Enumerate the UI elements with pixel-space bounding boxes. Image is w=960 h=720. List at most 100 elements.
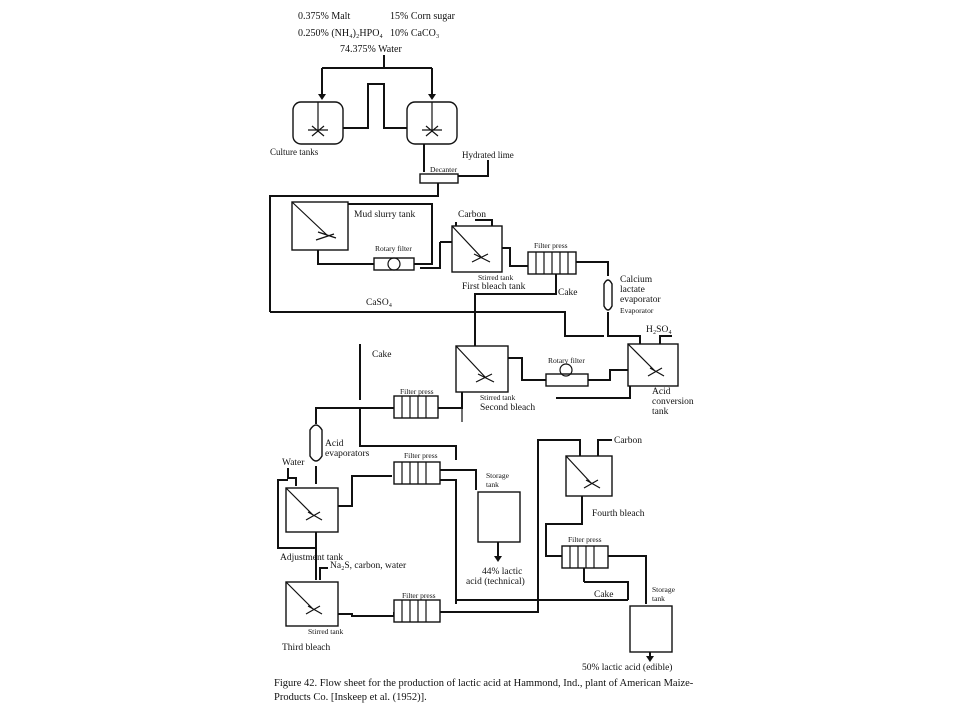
label-h2so4: H₂SO₄ (646, 325, 672, 335)
label-filter-press-2: Filter press (400, 387, 434, 396)
label-fourth-bleach: Fourth bleach (592, 509, 645, 519)
label-evaporator-caption: evaporator (620, 295, 661, 305)
label-44-lactic-b: acid (technical) (466, 576, 525, 587)
cake-3-line (583, 568, 629, 600)
label-first-bleach-tank: First bleach tank (462, 282, 526, 292)
carbon-2-line (597, 439, 612, 456)
label-second-bleach: Second bleach (480, 403, 535, 413)
label-decanter: Decanter (430, 165, 458, 174)
label-44-lactic-a: 44% lactic (482, 567, 522, 577)
decanter-recycle-line (269, 183, 439, 312)
culture-tank-2 (406, 101, 458, 145)
storage2-out-arrow (646, 656, 654, 662)
press1-to-evaporator-line (576, 261, 609, 276)
label-50-lactic: 50% lactic acid (edible) (582, 662, 672, 673)
label-acid: Acid (652, 387, 671, 397)
press3-out-lines (440, 469, 477, 604)
label-filter-press-5: Filter press (402, 591, 436, 600)
label-conversion: conversion (652, 397, 694, 407)
filter-press-5 (393, 599, 441, 623)
rotary-filter-2 (545, 373, 589, 387)
culture-transfer-line (343, 83, 407, 129)
rotary-filter-1-drum (387, 257, 401, 271)
third-bleach-feed (315, 548, 328, 580)
label-cake-1: Cake (558, 288, 578, 298)
first-bleach-feed (420, 241, 452, 269)
adjust-to-press3-line (338, 475, 392, 507)
adjustment-tank (285, 487, 339, 533)
caso4-line (270, 311, 604, 337)
ingredient-corn-sugar: 15% Corn sugar (390, 11, 456, 22)
label-storage-tank-2b: tank (652, 594, 665, 603)
bleach3-to-press-line (338, 612, 395, 617)
label-caso4: CaSO₄ (366, 298, 392, 308)
acid-evaporators (309, 424, 323, 462)
bleach4-to-press-line (545, 496, 583, 557)
press2-to-evap-line (315, 407, 394, 424)
label-filter-press-3: Filter press (404, 451, 438, 460)
label-stirred-tank-3: Stirred tank (308, 627, 343, 636)
filter-return-line (348, 203, 433, 265)
label-adjustment-tank: Adjustment tank (280, 553, 343, 563)
label-storage-tank-2a: Storage (652, 585, 676, 594)
figure-caption-line-1: Figure 42. Flow sheet for the production… (274, 678, 694, 689)
feed-line (321, 55, 433, 98)
label-filter-press-4: Filter press (568, 535, 602, 544)
ingredient-malt: 0.375% Malt (298, 11, 350, 22)
label-culture-tanks: Culture tanks (270, 147, 319, 157)
label-filter-press-1: Filter press (534, 241, 568, 250)
third-bleach-tank (285, 581, 339, 627)
lime-line (458, 160, 489, 177)
second-bleach-tank (455, 345, 509, 393)
label-rotary-filter-1: Rotary filter (375, 244, 412, 253)
press4-to-storage-line (608, 555, 647, 604)
label-acid-evaporators-2: evaporators (325, 449, 370, 459)
label-cake-3: Cake (594, 590, 614, 600)
ingredient-water: 74.375% Water (340, 44, 402, 55)
storage1-out-arrow (494, 556, 502, 562)
label-storage-tank-1a: Storage (486, 471, 510, 480)
calcium-lactate-evaporator (603, 279, 613, 311)
first-bleach-tank (451, 225, 503, 273)
rotary-filter-2-drum (559, 363, 573, 377)
storage-tank-1 (477, 491, 521, 543)
bleach1-to-press-line (502, 247, 528, 267)
ingredient-ammonium-phosphate: 0.250% (NH₄)₂HPO₄ (298, 28, 383, 39)
press5-out-line (440, 604, 539, 613)
label-na2s: Na₂S, carbon, water (330, 561, 407, 571)
ingredient-caco3: 10% CaCO₃ (390, 28, 439, 39)
label-carbon-1: Carbon (458, 210, 486, 220)
storage-tank-2 (629, 605, 673, 653)
press2-bypass-line (359, 408, 457, 460)
label-lactate: lactate (620, 285, 645, 295)
label-third-bleach: Third bleach (282, 643, 331, 653)
filter-press-1 (527, 251, 577, 275)
label-acid-evaporators-1: Acid (325, 439, 344, 449)
filter-press-3 (393, 461, 441, 485)
filter-press-4 (561, 545, 609, 569)
acid-return-line (556, 386, 631, 399)
cake-1-line (474, 274, 557, 346)
culture-tank-1 (292, 101, 344, 145)
acid-to-rotary-line (586, 369, 628, 381)
water-line (287, 468, 297, 486)
mud-slurry-tank (291, 201, 349, 251)
label-evaporator: Evaporator (620, 306, 654, 315)
fourth-bleach-feed (537, 439, 581, 604)
label-calcium: Calcium (620, 275, 653, 285)
label-rotary-filter-2: Rotary filter (548, 356, 585, 365)
fourth-bleach-tank (565, 455, 613, 497)
feed-arrows (318, 94, 436, 100)
label-tank: tank (652, 407, 669, 417)
evaporator-to-acid-line (607, 312, 641, 344)
filter-press-2 (393, 395, 439, 419)
label-mud-slurry-tank: Mud slurry tank (354, 210, 415, 220)
adjust-recycle-line (277, 479, 317, 549)
label-carbon-2: Carbon (614, 436, 642, 446)
acid-conversion-tank (627, 343, 679, 387)
rotary-filter-1 (373, 257, 415, 271)
label-cake-2: Cake (372, 350, 392, 360)
h2so4-line (659, 335, 672, 344)
label-water-2: Water (282, 458, 305, 468)
